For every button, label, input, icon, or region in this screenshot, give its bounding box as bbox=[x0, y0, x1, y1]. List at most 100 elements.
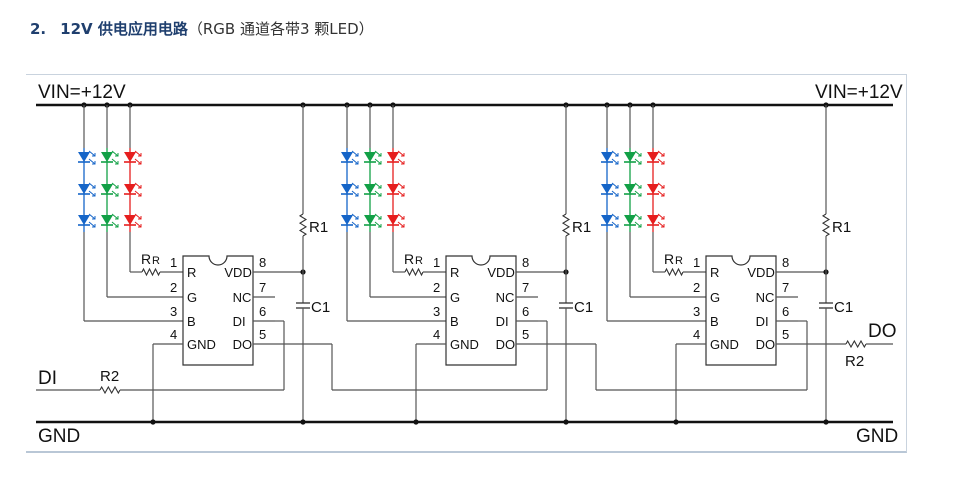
r2-label-output: R2 bbox=[845, 353, 864, 370]
chip-pin-number: 1 bbox=[433, 255, 440, 270]
chip-pin-number: 7 bbox=[522, 280, 529, 295]
led-emission-arrow bbox=[397, 190, 405, 197]
led-icon bbox=[647, 215, 659, 225]
gnd-label-left: GND bbox=[38, 426, 80, 447]
led-emission-arrow bbox=[634, 190, 642, 197]
led-emission-arrow bbox=[611, 190, 619, 197]
chip-pin-name: NC bbox=[233, 290, 252, 305]
led-icon bbox=[78, 215, 90, 225]
resistor-symbol bbox=[404, 267, 424, 277]
chip-pin-number: 8 bbox=[782, 255, 789, 270]
led-icon bbox=[387, 152, 399, 162]
chip-pin-number: 2 bbox=[433, 280, 440, 295]
rr-label-subscript: R bbox=[152, 255, 160, 267]
schematic-frame bbox=[26, 74, 907, 453]
chip-pin-number: 6 bbox=[782, 304, 789, 319]
led-emission-arrow bbox=[351, 158, 359, 165]
led-emission-arrow bbox=[657, 158, 665, 165]
led-icon bbox=[124, 215, 136, 225]
led-emission-arrow bbox=[611, 182, 619, 189]
led-icon bbox=[78, 152, 90, 162]
chip-pin-number: 1 bbox=[170, 255, 177, 270]
led-emission-arrow bbox=[611, 221, 619, 228]
led-emission-arrow bbox=[88, 190, 96, 197]
chip-pin-name: G bbox=[450, 290, 460, 305]
led-icon bbox=[341, 184, 353, 194]
led-emission-arrow bbox=[111, 190, 119, 197]
chip-pin-name: B bbox=[710, 314, 719, 329]
chip-pin-number: 1 bbox=[693, 255, 700, 270]
gnd-label-right: GND bbox=[856, 426, 898, 447]
resistor-symbol bbox=[298, 213, 308, 237]
led-emission-arrow bbox=[397, 213, 405, 220]
led-icon bbox=[78, 184, 90, 194]
led-emission-arrow bbox=[134, 221, 142, 228]
rr-label-subscript: R bbox=[675, 255, 683, 267]
led-icon bbox=[101, 152, 113, 162]
chip-pin-number: 6 bbox=[522, 304, 529, 319]
chip-body bbox=[705, 255, 777, 366]
led-emission-arrow bbox=[134, 190, 142, 197]
led-emission-arrow bbox=[374, 221, 382, 228]
resistor-symbol bbox=[141, 267, 161, 277]
resistor-symbol bbox=[561, 213, 571, 237]
led-icon bbox=[601, 184, 613, 194]
di-input-label: DI bbox=[38, 368, 57, 389]
junction-dot bbox=[413, 419, 419, 425]
led-emission-arrow bbox=[634, 150, 642, 157]
led-emission-arrow bbox=[88, 158, 96, 165]
resistor-symbol bbox=[845, 339, 867, 349]
chip-pin-name: VDD bbox=[487, 265, 514, 280]
led-icon bbox=[101, 184, 113, 194]
chip-body bbox=[182, 255, 254, 366]
chip-pin-name: G bbox=[710, 290, 720, 305]
chip-pin-name: DI bbox=[233, 314, 246, 329]
vin-label-left: VIN=+12V bbox=[38, 82, 126, 103]
led-icon bbox=[624, 184, 636, 194]
junction-dot bbox=[563, 419, 569, 425]
section-heading: 2.12V 供电应用电路（RGB 通道各带3 颗LED） bbox=[30, 18, 374, 39]
chip-pin-number: 5 bbox=[522, 327, 529, 342]
led-icon bbox=[341, 152, 353, 162]
chip-pin-number: 8 bbox=[522, 255, 529, 270]
led-icon bbox=[124, 152, 136, 162]
resistor-symbol bbox=[821, 213, 831, 237]
chip-pin-number: 4 bbox=[693, 327, 700, 342]
led-icon bbox=[624, 215, 636, 225]
led-icon bbox=[647, 184, 659, 194]
resistor-symbol bbox=[99, 385, 121, 395]
led-icon bbox=[647, 152, 659, 162]
led-emission-arrow bbox=[634, 213, 642, 220]
led-icon bbox=[601, 152, 613, 162]
c1-label: C1 bbox=[311, 299, 330, 316]
led-emission-arrow bbox=[351, 150, 359, 157]
led-emission-arrow bbox=[657, 150, 665, 157]
chip-pin-number: 3 bbox=[433, 304, 440, 319]
chip-pin-name: GND bbox=[450, 337, 479, 352]
chip-pin-number: 2 bbox=[170, 280, 177, 295]
led-emission-arrow bbox=[88, 213, 96, 220]
led-emission-arrow bbox=[657, 213, 665, 220]
chip-pin-name: R bbox=[450, 265, 459, 280]
chip-pin-name: B bbox=[450, 314, 459, 329]
chip-pin-name: NC bbox=[756, 290, 775, 305]
rr-label: R bbox=[141, 251, 151, 267]
led-emission-arrow bbox=[397, 182, 405, 189]
led-emission-arrow bbox=[397, 150, 405, 157]
led-emission-arrow bbox=[88, 182, 96, 189]
led-icon bbox=[101, 215, 113, 225]
rr-label: R bbox=[404, 251, 414, 267]
led-emission-arrow bbox=[397, 158, 405, 165]
led-emission-arrow bbox=[134, 150, 142, 157]
r1-label: R1 bbox=[309, 219, 328, 236]
led-emission-arrow bbox=[397, 221, 405, 228]
led-icon bbox=[364, 184, 376, 194]
led-emission-arrow bbox=[374, 213, 382, 220]
chip-pin-number: 4 bbox=[170, 327, 177, 342]
c1-label: C1 bbox=[834, 299, 853, 316]
chip-pin-number: 3 bbox=[170, 304, 177, 319]
led-emission-arrow bbox=[134, 213, 142, 220]
chip-pin-name: VDD bbox=[224, 265, 251, 280]
led-emission-arrow bbox=[374, 150, 382, 157]
r1-label: R1 bbox=[832, 219, 851, 236]
